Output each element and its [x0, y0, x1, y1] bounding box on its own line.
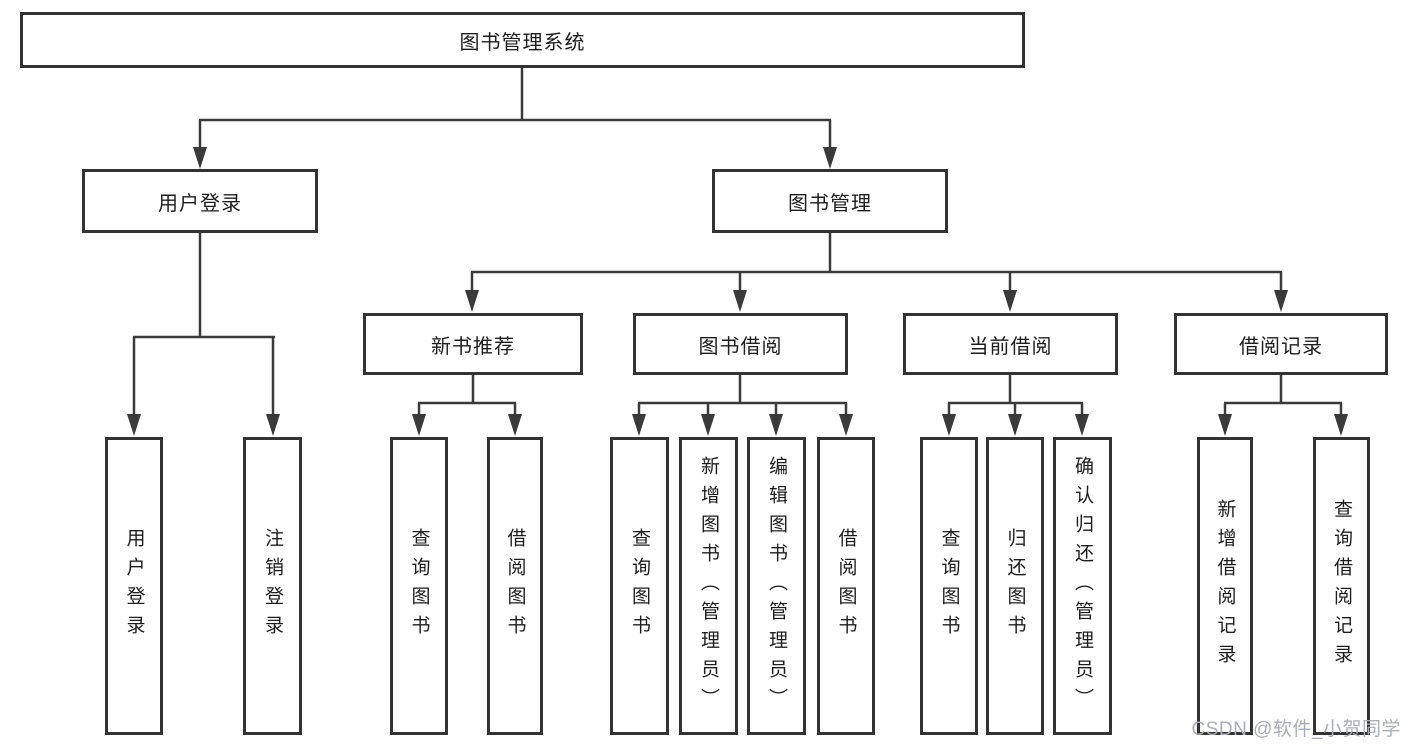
node-query-books-borrowing: 查询图书: [610, 437, 669, 735]
node-borrow-books-borrowing: 借阅图书: [817, 437, 875, 735]
node-borrow-books-recommend: 借阅图书: [487, 437, 543, 735]
node-query-books-recommend: 查询图书: [390, 437, 448, 735]
node-edit-book-admin: 编辑图书（管理员）: [747, 437, 806, 735]
node-user-login-module: 用户登录: [82, 169, 318, 233]
node-return-book: 归还图书: [986, 437, 1044, 735]
node-confirm-return-admin: 确认归还（管理员）: [1053, 437, 1112, 735]
node-query-books-current: 查询图书: [920, 437, 978, 735]
node-logout-leaf: 注销登录: [243, 437, 302, 735]
node-add-borrow-record: 新增借阅记录: [1197, 437, 1253, 735]
node-borrowing-records: 借阅记录: [1174, 313, 1388, 375]
node-new-book-recommendation: 新书推荐: [363, 313, 583, 375]
csdn-watermark: CSDN @软件_小贺同学: [1191, 719, 1401, 740]
node-book-management-module: 图书管理: [712, 169, 948, 233]
node-add-book-admin: 新增图书（管理员）: [679, 437, 738, 735]
node-query-borrow-record: 查询借阅记录: [1313, 437, 1370, 735]
node-user-login-leaf: 用户登录: [105, 437, 163, 735]
node-current-borrowing: 当前借阅: [903, 313, 1118, 375]
node-library-management-system: 图书管理系统: [20, 12, 1025, 68]
node-book-borrowing: 图书借阅: [633, 313, 848, 375]
